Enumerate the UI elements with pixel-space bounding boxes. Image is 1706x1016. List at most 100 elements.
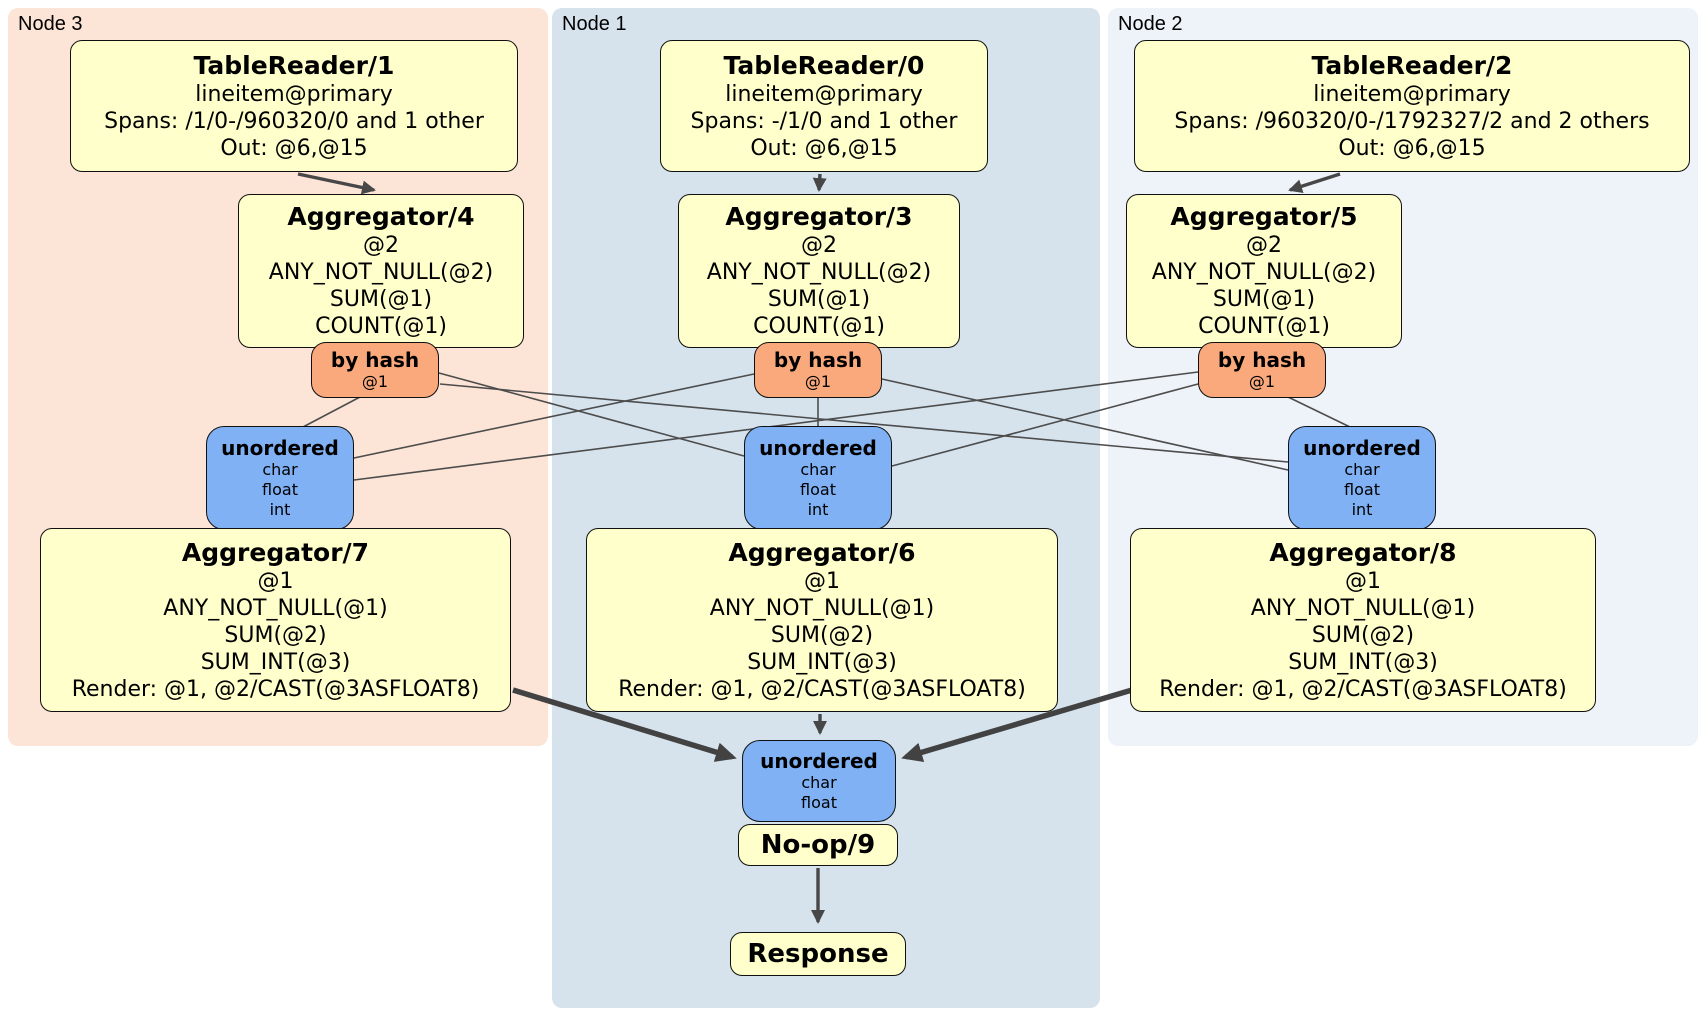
box-line-unordered-sync-node1-2: int (807, 500, 829, 519)
box-title-tablereader-1: TableReader/1 (193, 50, 395, 80)
box-byhash-router-4: by hash@1 (311, 342, 439, 398)
edge-router4-to-sync-node2 (439, 383, 1289, 463)
box-response: Response (730, 932, 906, 976)
box-line-aggregator-4-2: SUM(@1) (329, 287, 433, 312)
box-line-tablereader-0-2: Out: @6,@15 (750, 135, 898, 161)
box-line-aggregator-5-0: @2 (1246, 233, 1282, 258)
edge-router5-to-sync-node2 (1285, 395, 1351, 428)
box-line-aggregator-3-2: SUM(@1) (767, 287, 871, 312)
box-line-aggregator-8-2: SUM(@2) (1311, 622, 1415, 648)
edge-tablereader0-to-aggregator3 (812, 173, 827, 192)
box-line-tablereader-0-1: Spans: -/1/0 and 1 other (690, 108, 958, 134)
box-title-aggregator-8: Aggregator/8 (1269, 537, 1457, 567)
edge-aggregator7-to-final-sync (512, 687, 737, 762)
region-label-node1: Node 1 (562, 13, 627, 35)
box-line-aggregator-4-1: ANY_NOT_NULL(@2) (268, 260, 494, 285)
box-line-aggregator-8-4: Render: @1, @2/CAST(@3ASFLOAT8) (1159, 676, 1567, 702)
box-title-aggregator-7: Aggregator/7 (181, 537, 370, 567)
box-line-unordered-sync-final-0: char (801, 773, 837, 792)
edge-router3-to-sync-node2 (881, 378, 1289, 471)
box-title-unordered-sync-node1: unordered (759, 436, 877, 460)
box-line-unordered-sync-final-1: float (801, 793, 837, 812)
box-line-aggregator-5-1: ANY_NOT_NULL(@2) (1151, 260, 1377, 285)
box-line-unordered-sync-node3-1: float (262, 480, 298, 499)
box-title-byhash-router-3: by hash (773, 348, 863, 372)
box-title-noop-9: No-op/9 (760, 830, 876, 860)
box-line-aggregator-6-1: ANY_NOT_NULL(@1) (709, 595, 935, 621)
box-title-unordered-sync-final: unordered (760, 749, 878, 773)
edge-router4-to-sync-node3 (302, 396, 361, 428)
box-title-byhash-router-5: by hash (1217, 348, 1307, 372)
box-title-tablereader-2: TableReader/2 (1311, 50, 1513, 80)
box-line-byhash-router-5-0: @1 (1248, 372, 1276, 391)
edge-router5-to-sync-node1 (891, 383, 1199, 467)
box-line-unordered-sync-node1-1: float (800, 480, 836, 499)
box-line-unordered-sync-node3-0: char (262, 460, 298, 479)
box-line-unordered-sync-node2-2: int (1351, 500, 1373, 519)
box-line-aggregator-3-1: ANY_NOT_NULL(@2) (706, 260, 932, 285)
edge-router3-to-sync-node3 (353, 373, 755, 459)
box-line-aggregator-7-4: Render: @1, @2/CAST(@3ASFLOAT8) (71, 676, 480, 702)
box-line-tablereader-1-2: Out: @6,@15 (220, 135, 368, 161)
box-line-aggregator-6-3: SUM_INT(@3) (747, 649, 897, 675)
box-line-aggregator-4-0: @2 (363, 233, 399, 258)
box-line-tablereader-2-0: lineitem@primary (1313, 81, 1511, 107)
box-line-aggregator-5-2: SUM(@1) (1212, 287, 1316, 312)
box-line-aggregator-3-0: @2 (801, 233, 837, 258)
box-noop-9: No-op/9 (738, 824, 898, 866)
box-line-tablereader-2-1: Spans: /960320/0-/1792327/2 and 2 others (1174, 108, 1650, 134)
box-line-aggregator-7-0: @1 (257, 568, 294, 594)
box-line-aggregator-6-0: @1 (804, 568, 840, 594)
box-title-aggregator-3: Aggregator/3 (725, 202, 913, 231)
edge-router4-to-sync-node1 (438, 372, 745, 457)
box-line-byhash-router-4-0: @1 (361, 372, 389, 391)
edge-aggregator8-to-final-sync (901, 687, 1133, 763)
box-title-aggregator-4: Aggregator/4 (287, 202, 475, 231)
box-line-unordered-sync-node1-0: char (800, 460, 836, 479)
box-line-tablereader-2-2: Out: @6,@15 (1338, 135, 1486, 161)
box-title-aggregator-5: Aggregator/5 (1170, 202, 1358, 231)
region-label-node3: Node 3 (18, 13, 83, 35)
box-line-aggregator-8-1: ANY_NOT_NULL(@1) (1250, 595, 1476, 621)
edge-tablereader2-to-aggregator5 (1288, 172, 1341, 194)
box-line-byhash-router-3-0: @1 (804, 372, 832, 391)
box-line-aggregator-8-0: @1 (1345, 568, 1381, 594)
box-title-aggregator-6: Aggregator/6 (728, 537, 916, 567)
box-title-unordered-sync-node3: unordered (221, 436, 339, 460)
box-line-aggregator-6-4: Render: @1, @2/CAST(@3ASFLOAT8) (618, 676, 1026, 702)
box-line-aggregator-4-3: COUNT(@1) (315, 314, 447, 339)
box-title-unordered-sync-node2: unordered (1303, 436, 1421, 460)
box-line-aggregator-8-3: SUM_INT(@3) (1288, 649, 1438, 675)
box-title-response: Response (747, 939, 889, 969)
box-line-tablereader-1-1: Spans: /1/0-/960320/0 and 1 other (104, 108, 484, 134)
box-line-tablereader-1-0: lineitem@primary (195, 81, 393, 107)
box-byhash-router-5: by hash@1 (1198, 342, 1326, 398)
box-line-unordered-sync-node2-0: char (1344, 460, 1380, 479)
box-line-aggregator-6-2: SUM(@2) (770, 622, 874, 648)
box-line-aggregator-5-3: COUNT(@1) (1198, 314, 1330, 339)
box-line-tablereader-0-0: lineitem@primary (725, 81, 923, 107)
box-line-aggregator-3-3: COUNT(@1) (753, 314, 885, 339)
box-line-aggregator-7-2: SUM(@2) (224, 622, 327, 648)
box-byhash-router-3: by hash@1 (754, 342, 882, 398)
box-line-aggregator-7-1: ANY_NOT_NULL(@1) (163, 595, 388, 621)
box-title-tablereader-0: TableReader/0 (723, 50, 925, 80)
region-label-node2: Node 2 (1118, 13, 1183, 35)
box-line-unordered-sync-node2-1: float (1344, 480, 1380, 499)
edge-tablereader1-to-aggregator4 (297, 172, 376, 195)
